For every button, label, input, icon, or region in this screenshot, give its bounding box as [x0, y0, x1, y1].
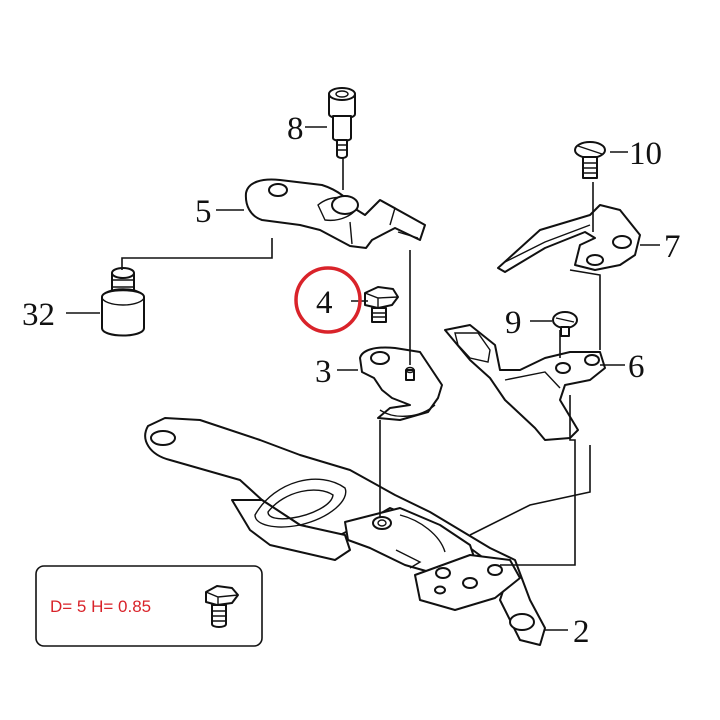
highlight-circle — [294, 266, 362, 334]
part-6-blade-plate — [444, 324, 606, 441]
callout-8: 8 — [287, 111, 304, 147]
callout-labels: 8 10 5 7 32 4 9 3 6 2 — [22, 111, 681, 650]
callout-32: 32 — [22, 297, 55, 333]
callout-9: 9 — [505, 305, 522, 341]
leader-lines — [66, 126, 660, 631]
part-8-shoulder-screw — [328, 87, 356, 159]
part-3-hook-plate — [359, 346, 443, 421]
callout-7: 7 — [664, 229, 681, 265]
spec-text: D= 5 H= 0.85 — [50, 597, 151, 616]
part-10-screw — [574, 141, 606, 179]
spec-box: D= 5 H= 0.85 — [35, 565, 263, 647]
callout-3: 3 — [315, 354, 332, 390]
part-9-screw — [552, 311, 578, 337]
part-5-lever — [244, 178, 426, 249]
part-4-hex-screw — [364, 286, 399, 323]
callout-10: 10 — [629, 136, 662, 172]
callout-5: 5 — [195, 194, 212, 230]
part-2-base-plate — [144, 417, 546, 646]
part-32-set-screw — [101, 267, 145, 337]
callout-6: 6 — [628, 349, 645, 385]
callout-2: 2 — [573, 614, 590, 650]
callout-4: 4 — [316, 285, 333, 321]
spec-screw-icon — [205, 585, 239, 628]
part-7-knife-lever — [497, 204, 641, 273]
